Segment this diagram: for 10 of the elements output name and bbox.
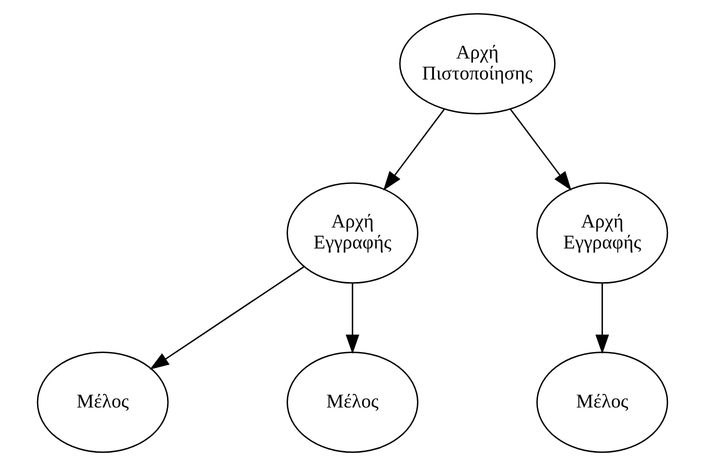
node-ellipse: Αρχή Εγγραφής	[286, 182, 418, 284]
arrow	[383, 108, 445, 191]
node-ellipse: Αρχή Πιστοποίησης	[399, 13, 556, 114]
arrow	[346, 283, 360, 354]
arrow	[150, 266, 304, 370]
node-ellipse: Αρχή Εγγραφής	[536, 182, 668, 284]
node-ellipse: Μέλος	[536, 352, 668, 453]
arrow	[510, 108, 572, 191]
node-ellipse: Μέλος	[286, 352, 418, 453]
arrow	[595, 283, 610, 354]
